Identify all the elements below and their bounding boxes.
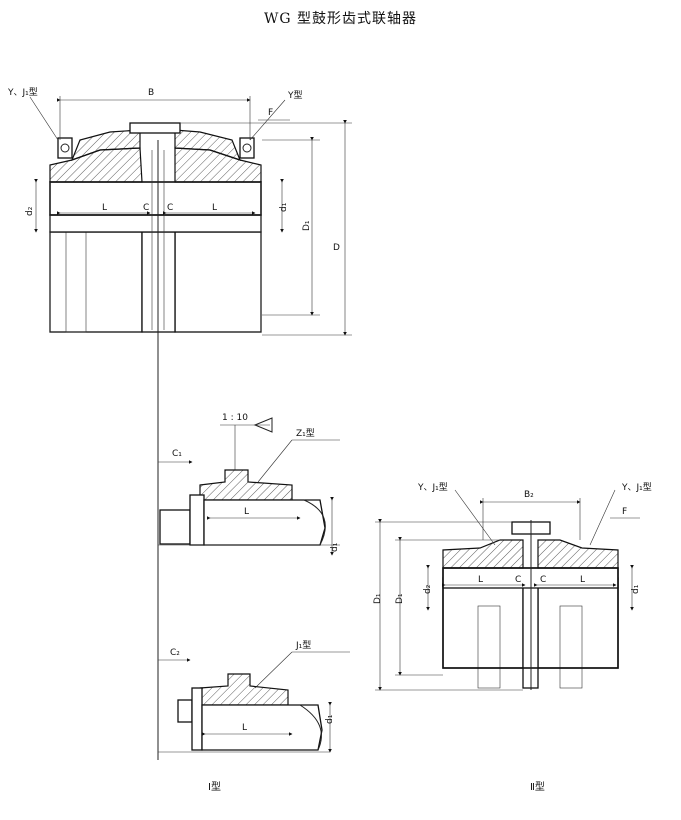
- dim-B2: B₂: [524, 490, 534, 500]
- dim-L-left: L: [102, 203, 107, 213]
- dim-d2-t2: d₂: [423, 584, 433, 594]
- dim-D1-main: D₁: [302, 220, 312, 231]
- dim-C-left: C: [143, 203, 149, 213]
- dim-d1-main: d₁: [279, 202, 289, 212]
- label-yj1-right-b: Y、J₁型: [621, 482, 652, 493]
- z1-view: 1 : 10 C₁ Z₁型 L d₁: [158, 413, 340, 556]
- dim-d2-main: d₂: [25, 206, 35, 216]
- j1-shaft: [201, 704, 323, 751]
- dim-B: B: [148, 88, 154, 98]
- label-z1: Z₁型: [296, 428, 315, 439]
- dim-d1-j1: d₁: [325, 714, 335, 724]
- taper-label: 1 : 10: [222, 413, 248, 423]
- label-yj1-top: Y、J₁型: [7, 87, 38, 98]
- label-yj1-right-a: Y、J₁型: [417, 482, 448, 493]
- label-j1: J₁型: [295, 640, 311, 651]
- dim-D-t2: D₁: [373, 593, 383, 604]
- dim-C2: C₂: [170, 648, 180, 658]
- dim-L-j1: L: [242, 723, 247, 733]
- label-y-top: Y型: [287, 90, 303, 101]
- center-bolt: [129, 122, 181, 134]
- dim-L-t2-right: L: [580, 575, 585, 585]
- drawing-title: WG 型鼓形齿式联轴器: [263, 11, 418, 27]
- right-hub: [174, 231, 262, 333]
- dim-C-t2-left: C: [515, 575, 521, 585]
- left-bolt: [57, 137, 73, 159]
- dim-C-t2-right: C: [540, 575, 546, 585]
- z1-shaft: [203, 499, 326, 546]
- dim-F-right: F: [622, 507, 627, 517]
- dim-d1-t2: d₁: [631, 584, 641, 594]
- type2-view: B₂ Y、J₁型 Y、J₁型 F L C C L d₂ d₁ D₁ D₁: [373, 482, 652, 691]
- dim-L-z1: L: [244, 507, 249, 517]
- right-bolt: [239, 137, 255, 159]
- t2-right-hub: [537, 577, 619, 669]
- t2-left-hub: [442, 577, 524, 669]
- dim-D-main: D: [333, 243, 340, 253]
- dim-L-right: L: [212, 203, 217, 213]
- dim-L-t2-left: L: [478, 575, 483, 585]
- dim-D1-t2: D₁: [395, 593, 405, 604]
- main-view: B F Y、J₁型 Y型 L C C L d₂ d₁ D₁ D: [7, 87, 352, 760]
- left-hub: [49, 231, 143, 333]
- dim-C1: C₁: [172, 449, 182, 459]
- caption-type2: Ⅱ型: [530, 780, 545, 793]
- j1-view: C₂ J₁型 L d₁: [158, 640, 350, 753]
- dim-F-top: F: [268, 108, 273, 118]
- caption-type1: Ⅰ型: [208, 780, 221, 793]
- dim-C-right: C: [167, 203, 173, 213]
- dim-d1-z1: d₁: [330, 542, 340, 552]
